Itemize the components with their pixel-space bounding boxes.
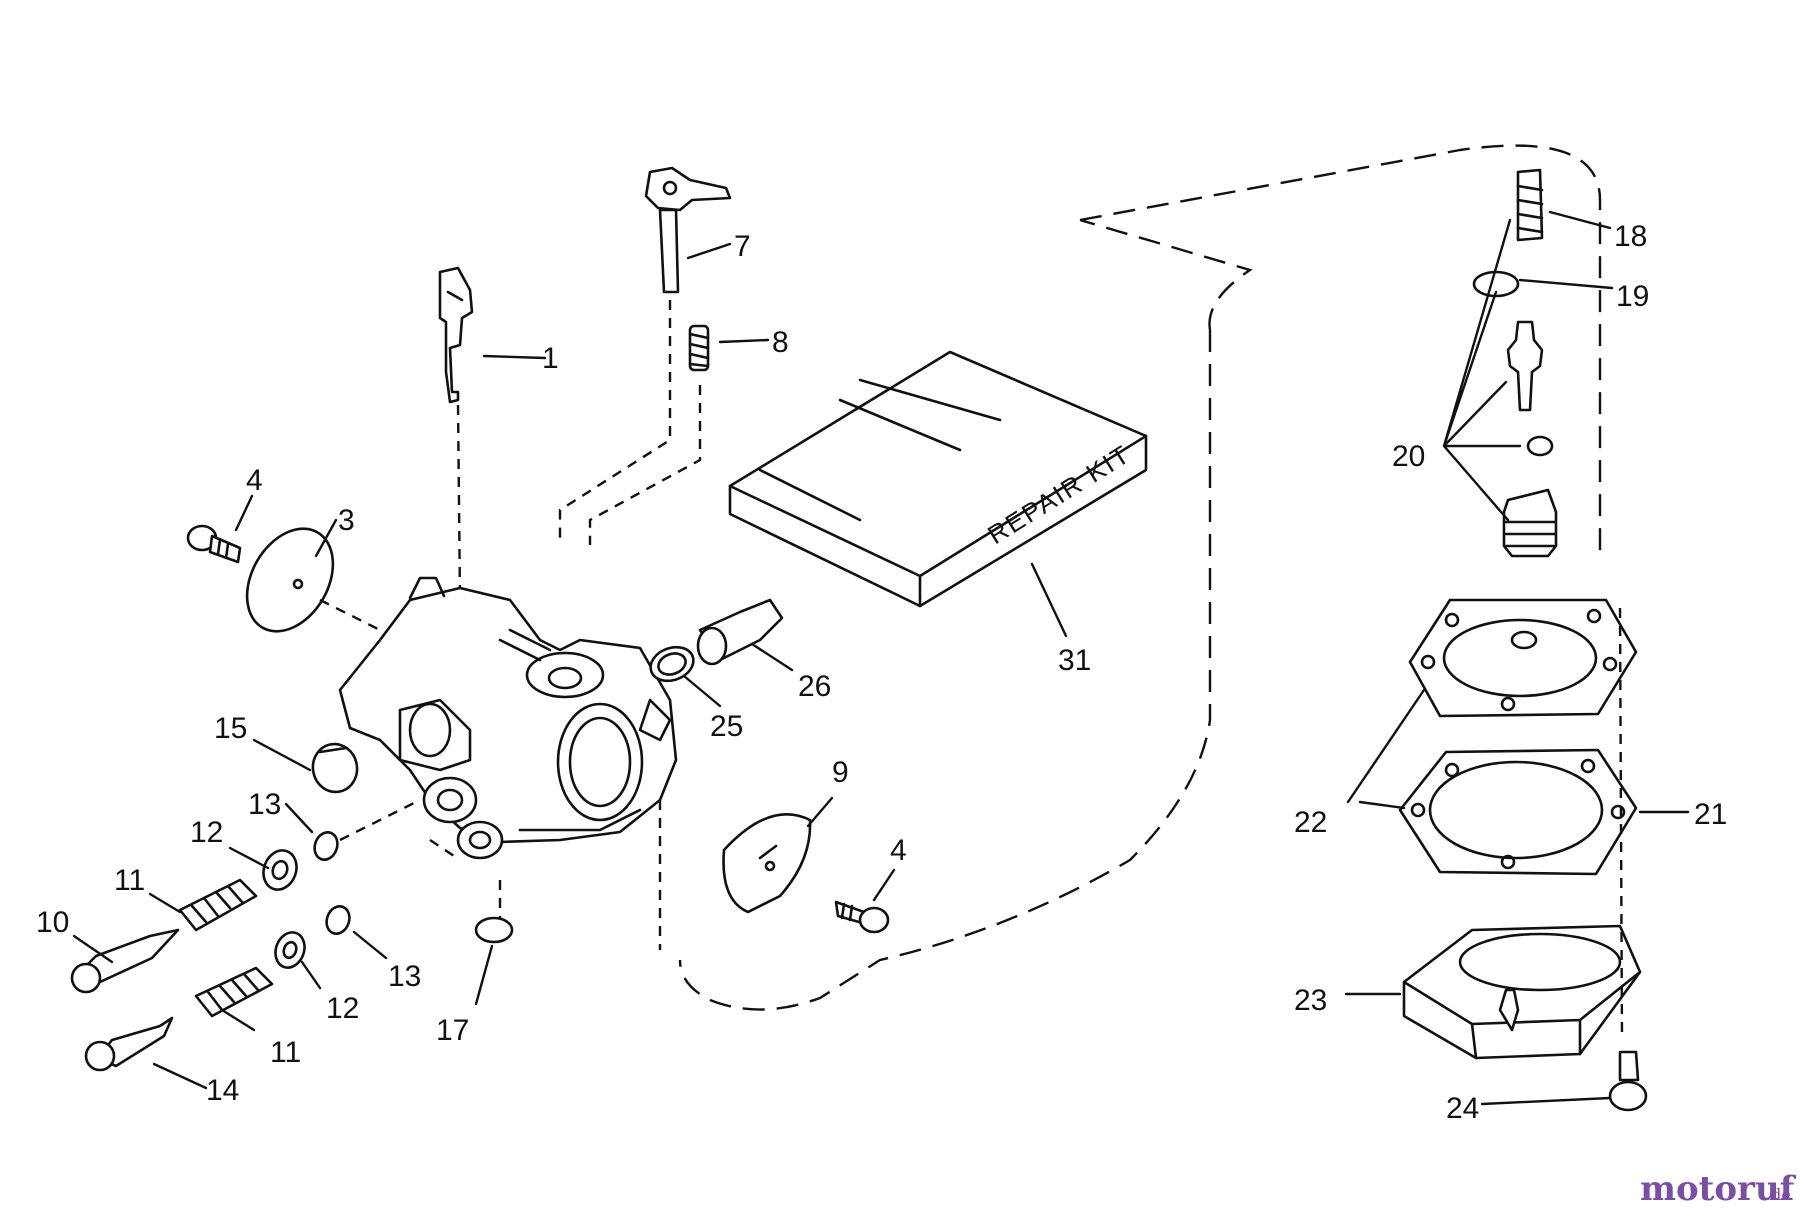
dash-7 — [558, 300, 672, 545]
callout-8: 8 — [772, 326, 789, 359]
callout-4-bottom: 4 — [890, 834, 907, 867]
part-9-choke-plate — [722, 812, 812, 914]
part-10-needle — [70, 928, 180, 994]
callout-25: 25 — [710, 710, 743, 743]
callout-20: 20 — [1392, 440, 1425, 473]
part-22-diaphragm — [1408, 598, 1638, 718]
dash-1 — [456, 404, 462, 601]
callout-4-top: 4 — [246, 464, 263, 497]
part-20-needle-valve — [1502, 320, 1558, 558]
callout-12-bottom: 12 — [326, 992, 359, 1025]
part-13-oring-bottom — [325, 905, 351, 935]
callout-7: 7 — [734, 230, 751, 263]
callout-22: 22 — [1294, 806, 1327, 839]
callout-26: 26 — [798, 670, 831, 703]
callout-31: 31 — [1058, 644, 1091, 677]
part-17-plug — [474, 916, 514, 944]
repair-kit-boundary — [678, 144, 1602, 1011]
callout-3: 3 — [338, 504, 355, 537]
callout-11-top: 11 — [114, 864, 145, 897]
part-25-ring — [649, 645, 695, 683]
callout-15: 15 — [214, 712, 247, 745]
part-3-throttle-plate — [245, 527, 335, 633]
callout-labels: 1 3 4 7 8 9 4 10 11 11 12 12 13 13 14 15… — [36, 220, 1727, 1125]
part-21-gasket — [1398, 748, 1638, 876]
part-11-spring-top — [178, 878, 258, 932]
part-31-repair-kit: REPAIR KIT — [728, 350, 1148, 608]
carburetor-body — [338, 576, 678, 860]
part-26-fitting — [696, 598, 784, 666]
callout-21: 21 — [1694, 798, 1727, 831]
callout-12-top: 12 — [190, 816, 223, 849]
part-12-washer-bottom — [274, 931, 306, 969]
callout-17: 17 — [436, 1014, 469, 1047]
leader-lines — [72, 210, 1690, 1106]
dash-right-column — [1618, 607, 1624, 1041]
watermark-tld: .de — [1766, 1185, 1791, 1204]
part-7-choke-shaft — [644, 166, 732, 294]
part-24-screw — [1608, 1050, 1648, 1112]
part-15-plug — [311, 742, 359, 794]
callout-23: 23 — [1294, 984, 1327, 1017]
part-1-throttle-shaft — [438, 266, 474, 404]
dash-needles — [339, 798, 502, 920]
watermark-logo: motoruf .de — [1640, 1169, 1797, 1209]
part-11-spring-bottom — [194, 966, 274, 1018]
callout-18: 18 — [1614, 220, 1647, 253]
callout-10: 10 — [36, 906, 69, 939]
part-13-oring-top — [313, 831, 339, 861]
dash-8 — [588, 385, 702, 545]
callout-1: 1 — [542, 342, 559, 375]
callout-11-bottom: 11 — [270, 1036, 301, 1069]
callout-9: 9 — [832, 756, 849, 789]
callout-14: 14 — [206, 1074, 239, 1107]
callout-13-bottom: 13 — [388, 960, 421, 993]
callout-24: 24 — [1446, 1092, 1479, 1125]
callout-13-top: 13 — [248, 788, 281, 821]
part-8-spring — [688, 324, 710, 372]
dash-3 — [319, 598, 381, 632]
part-23-cover — [1402, 924, 1642, 1060]
part-12-washer-top — [262, 849, 298, 891]
part-18-spring — [1516, 168, 1544, 242]
part-4-screw-top — [186, 524, 242, 564]
part-4-screw-bottom — [834, 900, 890, 934]
watermark-name: motoruf — [1640, 1169, 1797, 1209]
callout-19: 19 — [1616, 280, 1649, 313]
part-14-needle — [84, 1016, 174, 1072]
